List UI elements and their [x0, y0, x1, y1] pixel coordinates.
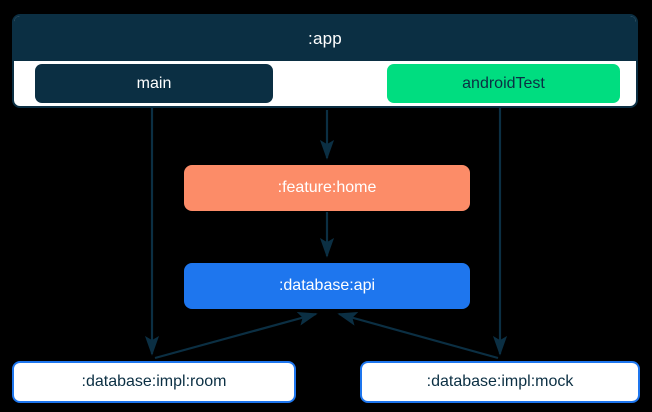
cluster-app-title: :app — [14, 16, 636, 61]
edge-database-impl-mock-to-database-api — [337, 312, 499, 360]
edge-database-impl-room-to-database-api — [154, 311, 318, 360]
cluster-app-body: main androidTest — [14, 61, 636, 106]
node-main[interactable]: main — [35, 64, 273, 103]
node-android-test[interactable]: androidTest — [387, 64, 620, 103]
node-database-impl-mock[interactable]: :database:impl:mock — [360, 361, 640, 403]
cluster-app[interactable]: :app main androidTest — [12, 14, 638, 108]
node-database-impl-room[interactable]: :database:impl:room — [12, 361, 296, 403]
node-database-api[interactable]: :database:api — [184, 263, 470, 309]
node-feature-home[interactable]: :feature:home — [184, 165, 470, 211]
